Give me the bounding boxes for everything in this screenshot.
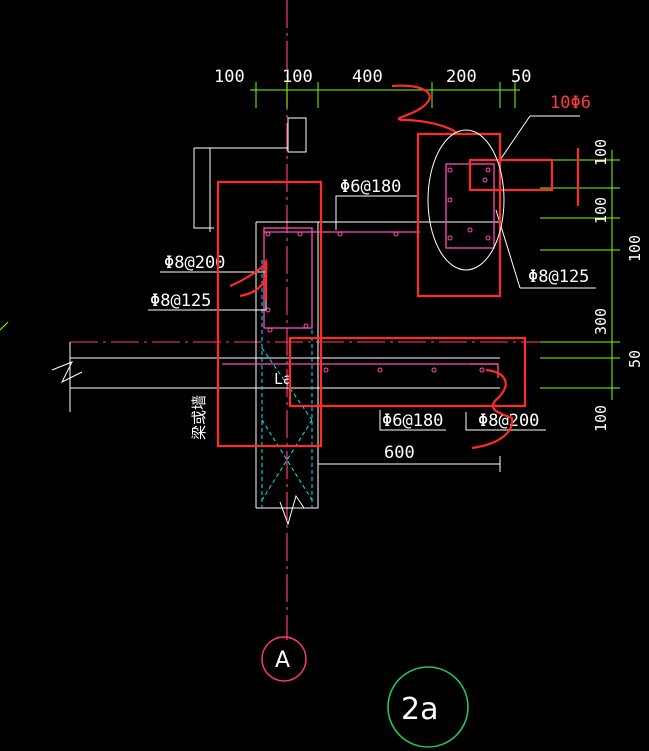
right-dim-5: 50	[626, 350, 644, 368]
top-dim-2: 100	[282, 67, 313, 87]
right-dim-3: 100	[626, 235, 644, 262]
right-dim-1: 100	[592, 139, 610, 166]
markup-box-right	[416, 132, 502, 298]
callout-stirrup-right-125: Φ8@125	[528, 267, 589, 287]
top-dim-1: 100	[214, 67, 245, 87]
markup-box-left	[216, 180, 323, 448]
markup-squiggle-bottom	[471, 368, 514, 450]
bottom-dim-600: 600	[384, 443, 415, 463]
markup-squiggle-top	[391, 84, 459, 135]
anchor-label: La	[274, 370, 292, 388]
top-dim-3: 400	[352, 67, 383, 87]
callout-stirrup-lower-200: Φ8@200	[478, 411, 539, 431]
rebar-dots	[265, 167, 491, 373]
wall-label: 梁或墙	[190, 395, 208, 440]
edge-mark	[0, 321, 9, 331]
right-dim-2: 100	[592, 197, 610, 224]
wall-hatch	[261, 260, 313, 508]
right-dimension-chain	[540, 150, 620, 400]
callout-dist-upper: Φ6@180	[340, 177, 401, 197]
top-dim-4: 200	[446, 67, 477, 87]
markup-circle-column	[427, 129, 505, 271]
axis-label: A	[275, 648, 290, 673]
top-dimension-chain	[250, 82, 520, 108]
markup-squiggle-left	[229, 258, 268, 298]
callout-stirrup-left-125: Φ8@125	[150, 291, 211, 311]
markup-box-bottom	[288, 336, 527, 408]
right-dim-6: 100	[592, 405, 610, 432]
callout-main-bars: 10Φ6	[550, 93, 591, 113]
axis-bubble	[261, 636, 307, 682]
detail-label: 2a	[401, 692, 438, 727]
callout-dist-lower: Φ6@180	[382, 411, 443, 431]
right-dim-4: 300	[592, 308, 610, 335]
top-dim-5: 50	[511, 67, 531, 87]
detail-bubble	[387, 666, 469, 748]
review-markup	[216, 84, 580, 450]
markup-box-small	[468, 158, 554, 192]
callout-stirrup-left-200: Φ8@200	[164, 253, 225, 273]
concrete-outline	[51, 117, 500, 526]
